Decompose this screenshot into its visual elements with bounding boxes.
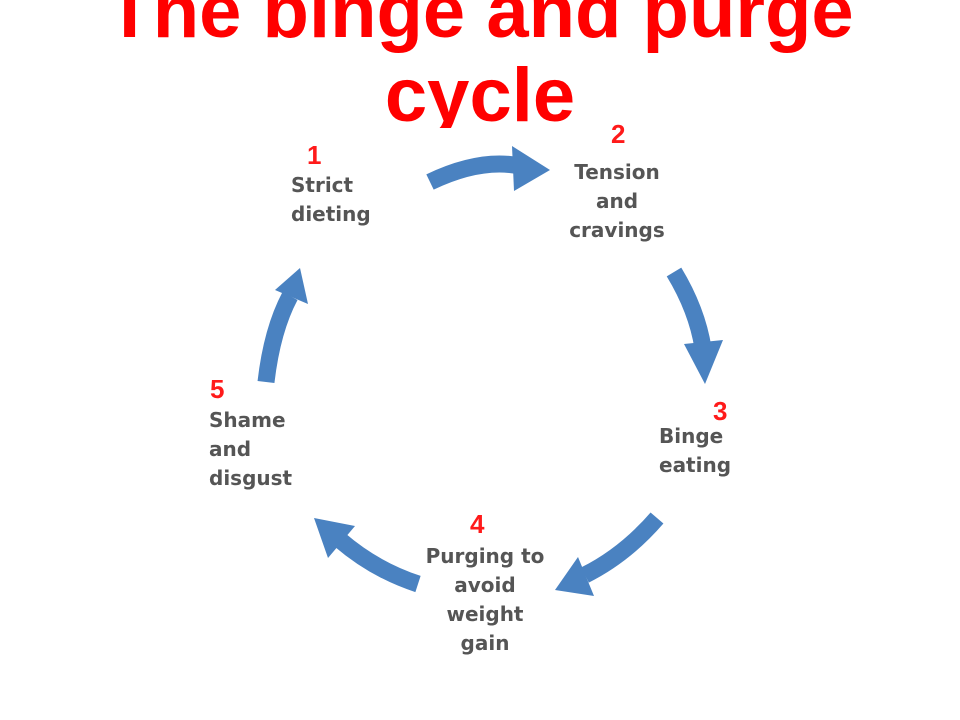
step-1-line-2: dieting <box>291 202 371 226</box>
step-5-line-1: Shame <box>209 408 286 432</box>
step-5-label: Shame and disgust <box>209 406 292 493</box>
step-4-line-4: gain <box>460 631 510 655</box>
step-1-number: 1 <box>307 140 322 170</box>
step-3-line-2: eating <box>659 453 732 477</box>
step-5-line-2: and <box>209 437 252 461</box>
title-area: The binge and purge cycle <box>0 0 960 128</box>
step-4-line-2: avoid <box>454 573 516 597</box>
arrow-2-to-3 <box>666 267 723 384</box>
step-5-number: 5 <box>210 374 225 404</box>
arrow-4-to-5 <box>314 518 421 593</box>
step-3-line-1: Binge <box>659 424 724 448</box>
step-1-line-1: Strict <box>291 173 354 197</box>
step-2-line-3: cravings <box>569 218 665 242</box>
arrow-1-to-2 <box>426 146 550 191</box>
arrow-3-to-4 <box>555 512 664 596</box>
step-5-line-3: disgust <box>209 466 293 490</box>
step-4-line-1: Purging to <box>425 544 545 568</box>
slide-title: The binge and purge cycle <box>0 0 960 128</box>
step-3-number: 3 <box>713 396 728 426</box>
title-line-2: cycle <box>384 53 576 129</box>
step-2-line-1: Tension <box>574 160 660 184</box>
arrow-5-to-1 <box>257 268 308 383</box>
step-2-line-2: and <box>595 189 639 213</box>
step-3-label: Binge eating <box>659 422 731 480</box>
step-4-number: 4 <box>470 509 485 539</box>
step-4-label: Purging to avoid weight gain <box>425 542 545 658</box>
title-line-1: The binge and purge <box>106 0 854 54</box>
step-2-label: Tension and cravings <box>567 158 667 245</box>
step-2-number: 2 <box>611 119 626 149</box>
step-4-line-3: weight <box>446 602 524 626</box>
step-1-label: Strict dieting <box>291 171 371 229</box>
